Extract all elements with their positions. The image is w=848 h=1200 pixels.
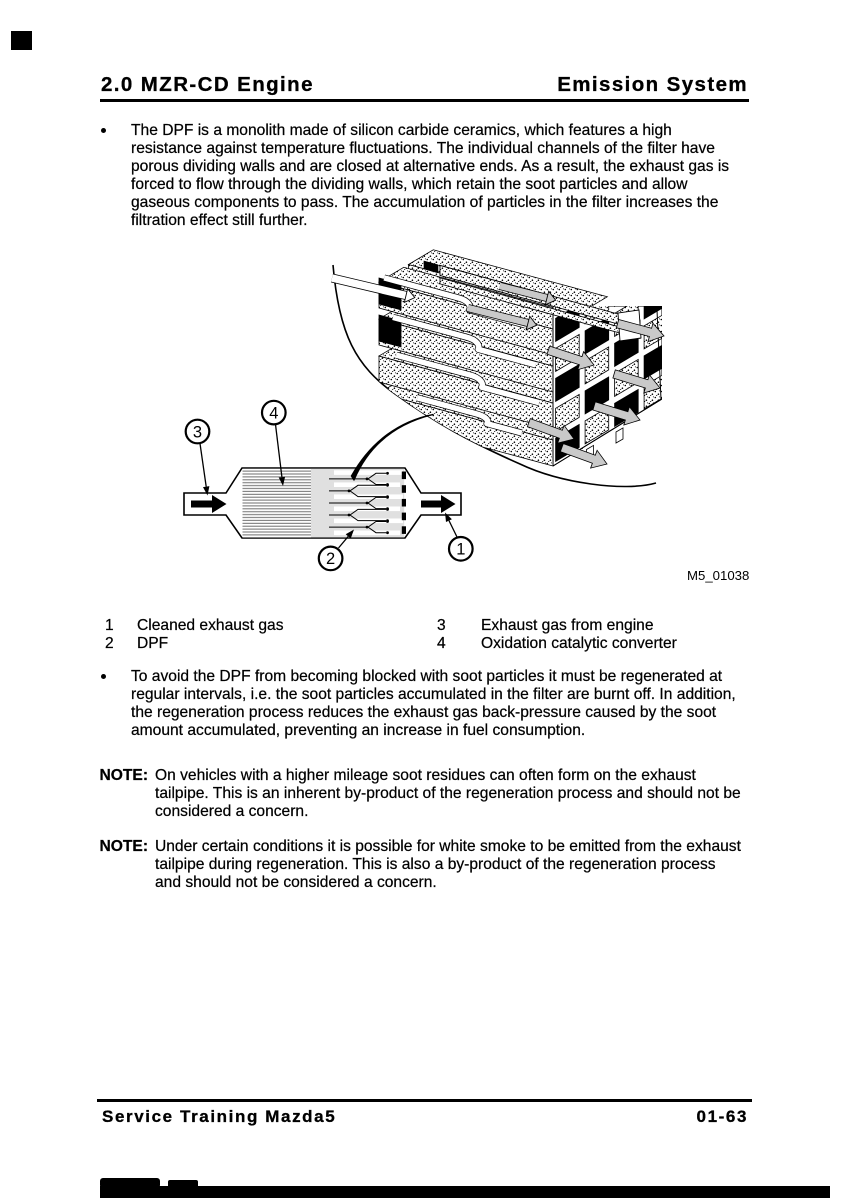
svg-text:3: 3 — [193, 423, 202, 441]
svg-text:4: 4 — [269, 404, 278, 422]
svg-text:1: 1 — [456, 541, 465, 559]
svg-text:2: 2 — [326, 550, 335, 568]
